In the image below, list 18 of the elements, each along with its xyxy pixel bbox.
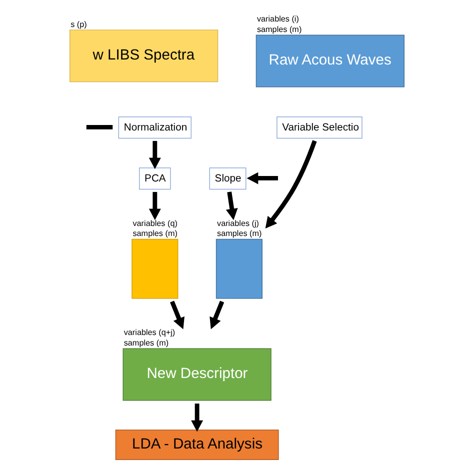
node-label: samples (m) (124, 338, 169, 348)
arrow (148, 140, 161, 170)
node-label: samples (m) (132, 229, 178, 238)
connector (86, 124, 113, 130)
node-label: s (p) (70, 20, 87, 29)
node-label: variables (q+j) (124, 328, 176, 338)
arrow (148, 192, 161, 220)
arrow (210, 300, 224, 330)
arrow (226, 192, 238, 220)
node-label: variables (j) (217, 218, 260, 228)
node-label: variables (i) (256, 14, 299, 24)
node-label: samples (m) (256, 25, 302, 34)
node-label: samples (m) (217, 229, 262, 238)
arrow (170, 300, 184, 330)
arrow (246, 172, 278, 184)
arrow (191, 404, 204, 432)
arrow (265, 140, 317, 229)
node-label: variables (q) (132, 218, 178, 228)
